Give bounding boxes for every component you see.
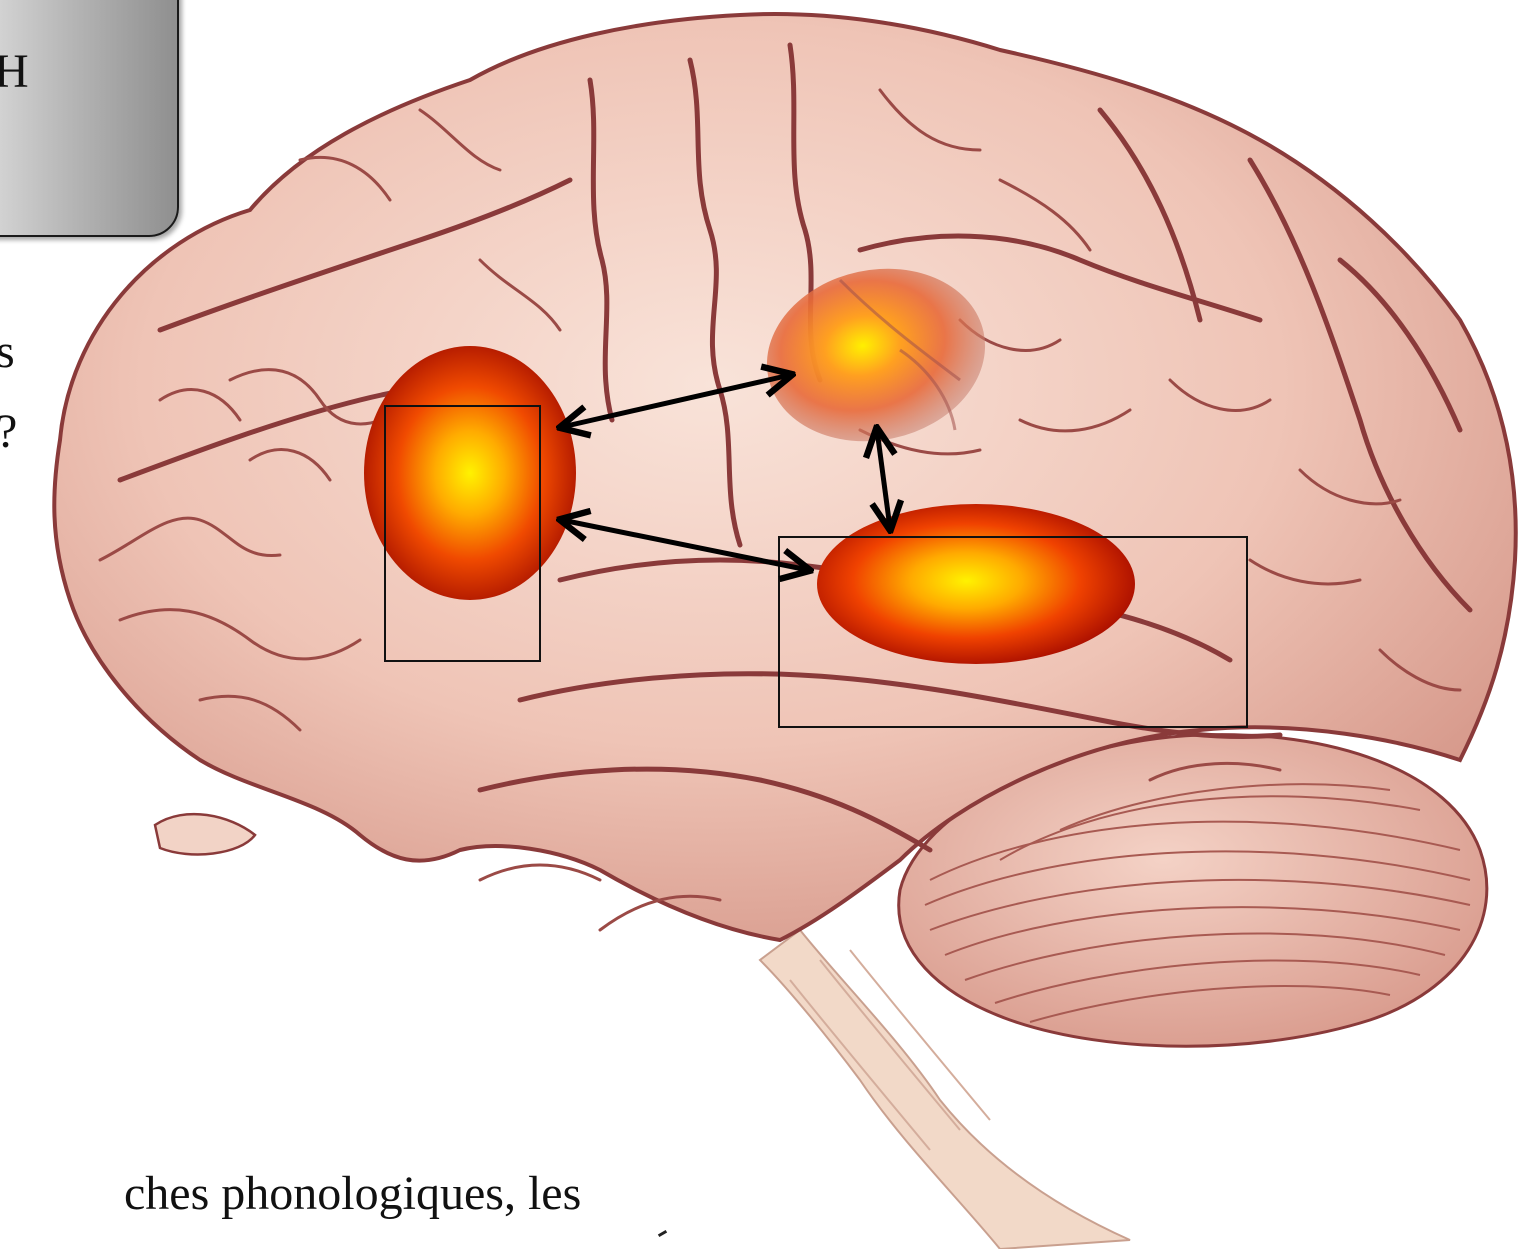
temporal-pole — [155, 814, 255, 854]
caption-text: ches phonologiques, les — [124, 1170, 581, 1218]
panel-letter: H — [0, 44, 29, 99]
slide-label-panel: H — [0, 0, 179, 237]
temporal-activation-blob — [817, 504, 1135, 664]
text-fragment-question: ? — [0, 408, 17, 456]
text-fragment-s: s — [0, 328, 15, 376]
frontal-activation-blob — [364, 346, 576, 600]
